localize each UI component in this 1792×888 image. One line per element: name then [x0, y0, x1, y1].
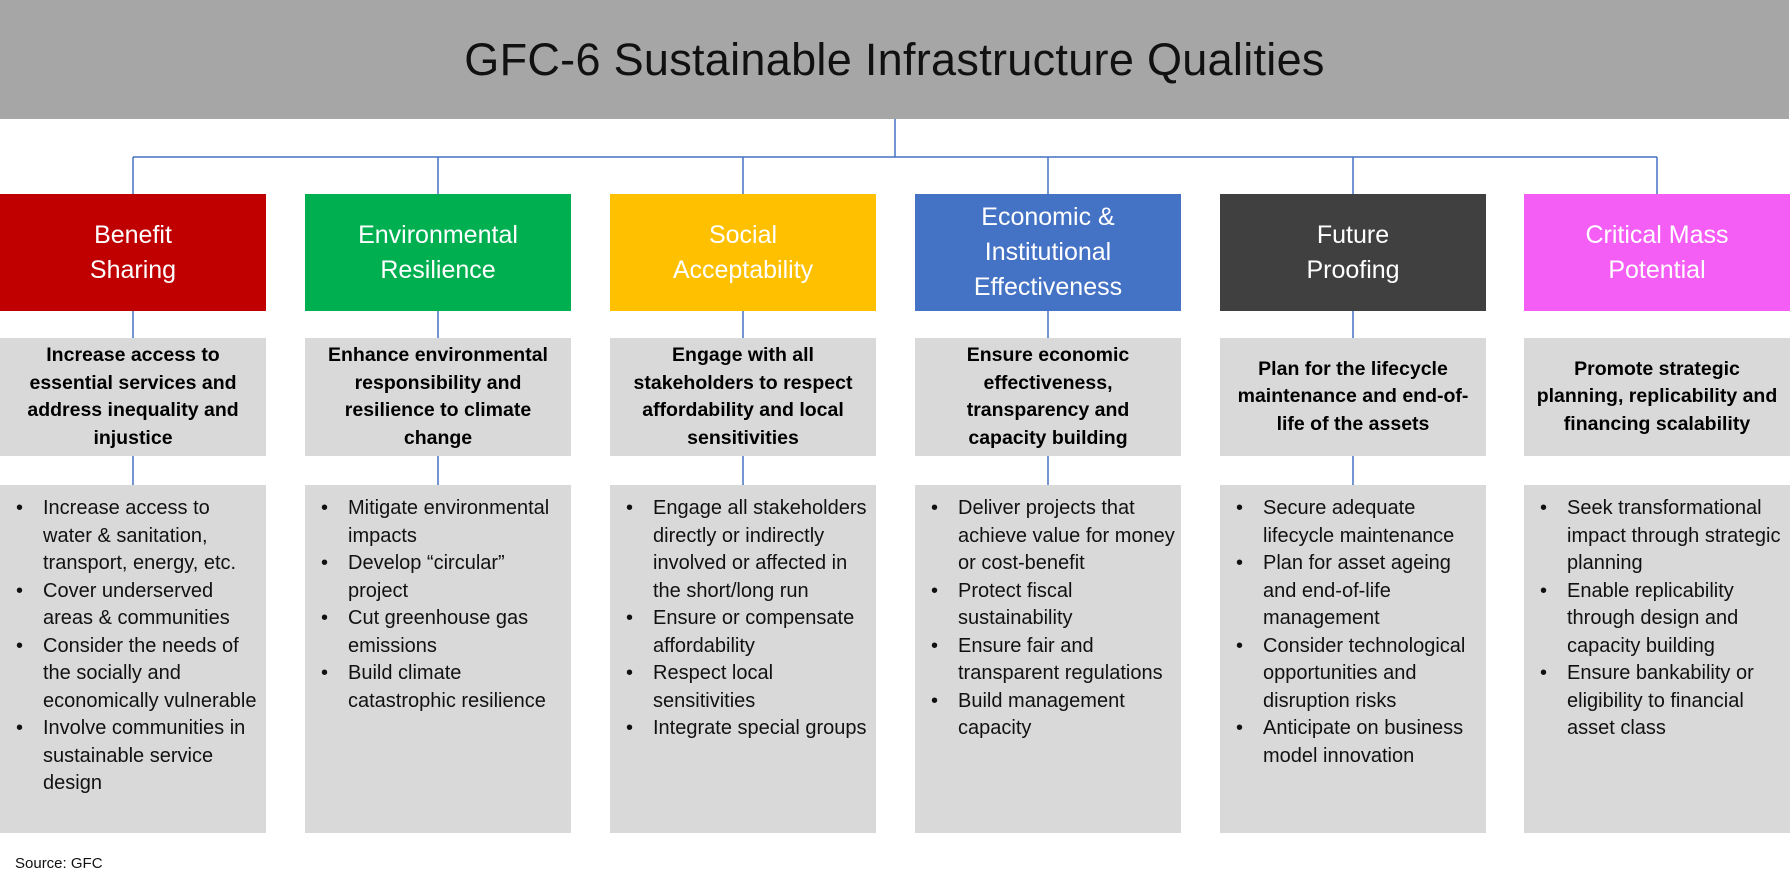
quality-aim-text: Increase access to essential services an… — [27, 344, 239, 449]
list-item: Enable replicability through design and … — [1540, 578, 1786, 661]
quality-aim-text: Plan for the lifecycle maintenance and e… — [1237, 357, 1469, 435]
list-item: Protect fiscal sustainability — [931, 578, 1177, 633]
list-item: Ensure fair and transparent regulations — [931, 633, 1177, 688]
quality-aim: Promote strategic planning, replicabilit… — [1524, 338, 1790, 456]
list-item: Integrate special groups — [626, 715, 872, 743]
list-item: Develop “circular” project — [321, 550, 567, 605]
action-list: Increase access to water & sanitation, t… — [16, 495, 262, 798]
list-item: Seek transformational impact through str… — [1540, 495, 1786, 578]
quality-actions: Seek transformational impact through str… — [1524, 485, 1790, 833]
list-item: Cut greenhouse gas emissions — [321, 605, 567, 660]
list-item: Involve communities in sustainable servi… — [16, 715, 262, 798]
quality-heading-line: Environmental — [358, 220, 518, 249]
list-item: Increase access to water & sanitation, t… — [16, 495, 262, 578]
quality-aim-text: Enhance environmental responsibility and… — [328, 344, 548, 449]
action-list: Deliver projects that achieve value for … — [931, 495, 1177, 743]
quality-heading-line: Effectiveness — [973, 273, 1123, 301]
list-item: Consider technological opportunities and… — [1236, 633, 1482, 716]
quality-actions: Mitigate environmental impactsDevelop “c… — [305, 485, 571, 833]
action-list: Engage all stakeholders directly or indi… — [626, 495, 872, 743]
quality-heading-line: Social — [708, 220, 778, 249]
quality-actions: Deliver projects that achieve value for … — [915, 485, 1181, 833]
quality-heading-line: Resilience — [380, 255, 496, 284]
quality-heading-line: Benefit — [94, 220, 172, 249]
quality-aim: Ensure economic effectiveness, transpare… — [915, 338, 1181, 456]
list-item: Respect local sensitivities — [626, 660, 872, 715]
quality-aim: Engage with all stakeholders to respect … — [610, 338, 876, 456]
quality-actions: Secure adequate lifecycle maintenancePla… — [1220, 485, 1486, 833]
list-item: Mitigate environmental impacts — [321, 495, 567, 550]
quality-aim-text: Ensure economic effectiveness, transpare… — [966, 344, 1130, 449]
list-item: Engage all stakeholders directly or indi… — [626, 495, 872, 605]
list-item: Build climate catastrophic resilience — [321, 660, 567, 715]
quality-aim-text: Engage with all stakeholders to respect … — [633, 344, 853, 449]
quality-heading-line: Critical Mass — [1585, 220, 1729, 249]
quality-actions: Engage all stakeholders directly or indi… — [610, 485, 876, 833]
list-item: Secure adequate lifecycle maintenance — [1236, 495, 1482, 550]
source-note: Source: GFC — [15, 855, 103, 872]
list-item: Ensure or compensate affordability — [626, 605, 872, 660]
quality-heading-line: Economic & — [981, 203, 1115, 231]
quality-heading-line: Acceptability — [672, 255, 814, 284]
quality-aim: Plan for the lifecycle maintenance and e… — [1220, 338, 1486, 456]
list-item: Build management capacity — [931, 688, 1177, 743]
action-list: Seek transformational impact through str… — [1540, 495, 1786, 743]
diagram-title: GFC-6 Sustainable Infrastructure Qualiti… — [464, 33, 1325, 85]
list-item: Anticipate on business model innovation — [1236, 715, 1482, 770]
header-banner: GFC-6 Sustainable Infrastructure Qualiti… — [0, 0, 1789, 119]
quality-aim: Enhance environmental responsibility and… — [305, 338, 571, 456]
list-item: Deliver projects that achieve value for … — [931, 495, 1177, 578]
quality-actions: Increase access to water & sanitation, t… — [0, 485, 266, 833]
list-item: Consider the needs of the socially and e… — [16, 633, 262, 716]
quality-aim-text: Promote strategic planning, replicabilit… — [1536, 357, 1778, 435]
quality-heading-line: Proofing — [1306, 255, 1400, 284]
action-list: Mitigate environmental impactsDevelop “c… — [321, 495, 567, 715]
quality-aim: Increase access to essential services an… — [0, 338, 266, 456]
list-item: Cover underserved areas & communities — [16, 578, 262, 633]
quality-heading-line: Sharing — [89, 255, 177, 284]
quality-heading-line: Potential — [1608, 255, 1706, 284]
list-item: Ensure bankability or eligibility to fin… — [1540, 660, 1786, 743]
quality-heading-line: Institutional — [984, 238, 1112, 266]
list-item: Plan for asset ageing and end-of-life ma… — [1236, 550, 1482, 633]
action-list: Secure adequate lifecycle maintenancePla… — [1236, 495, 1482, 770]
quality-heading-line: Future — [1316, 220, 1390, 249]
